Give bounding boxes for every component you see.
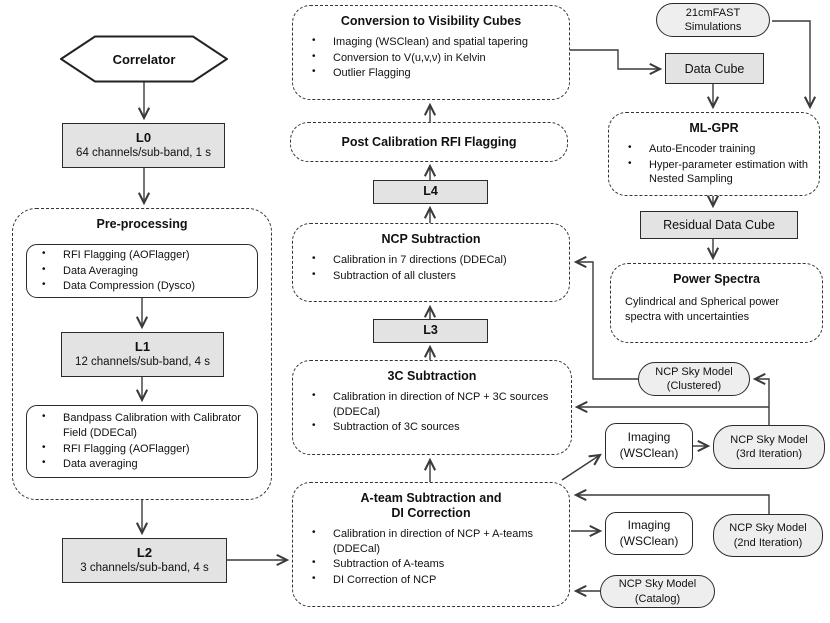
bullet: Subtraction of 3C sources	[303, 419, 561, 435]
sky-clustered-label: NCP Sky Model (Clustered)	[655, 365, 733, 392]
l1-title: L1	[134, 338, 151, 354]
preprocessing-steps1-box: RFI Flagging (AOFlagger) Data Averaging …	[26, 244, 258, 298]
sky-catalog-label: NCP Sky Model (Catalog)	[618, 578, 697, 605]
arrow-3rditer-clustered	[752, 372, 770, 425]
conversion-title: Conversion to Visibility Cubes	[340, 14, 522, 28]
l2-node: L2 3 channels/sub-band, 4 s	[62, 538, 227, 583]
sky-catalog-node: NCP Sky Model (Catalog)	[600, 575, 715, 608]
l0-node: L0 64 channels/sub-band, 1 s	[62, 123, 225, 168]
l3-node: L3	[373, 319, 488, 343]
preprocessing-box: Pre-processing	[12, 208, 272, 500]
bullet: Calibration in direction of NCP + 3C sou…	[303, 389, 561, 419]
bullet: Calibration in 7 directions (DDECal)	[303, 252, 559, 268]
power-spectra-body: Cylindrical and Spherical power spectra …	[625, 296, 780, 324]
hexagon-shape	[60, 35, 228, 83]
data-cube-label: Data Cube	[684, 61, 745, 76]
imaging1-node: Imaging (WSClean)	[605, 423, 693, 468]
conversion-box: Conversion to Visibility Cubes Imaging (…	[292, 5, 570, 100]
sky-clustered-node: NCP Sky Model (Clustered)	[638, 362, 750, 396]
c3-subtraction-box: 3C Subtraction Calibration in direction …	[292, 360, 572, 455]
bullet: DI Correction of NCP	[303, 572, 559, 588]
c3-subtraction-title: 3C Subtraction	[387, 369, 477, 383]
l0-title: L0	[135, 129, 152, 145]
sim21cm-node: 21cmFAST Simulations	[656, 3, 770, 37]
l2-subtitle: 3 channels/sub-band, 4 s	[80, 562, 209, 575]
preprocessing-steps2-box: Bandpass Calibration with Calibrator Fie…	[26, 405, 258, 478]
bullet: Data Compression (Dysco)	[33, 278, 257, 294]
bullet: Conversion to V(u,v,ν) in Kelvin	[303, 50, 559, 66]
sky-3rditer-node: NCP Sky Model (3rd Iteration)	[713, 425, 825, 469]
residual-cube-node: Residual Data Cube	[640, 211, 798, 239]
ncp-subtraction-title: NCP Subtraction	[381, 232, 481, 246]
l2-title: L2	[136, 544, 153, 560]
arrow-ateam-imaging1	[561, 453, 602, 481]
l4-node: L4	[373, 180, 488, 204]
mlgpr-title: ML-GPR	[689, 121, 739, 135]
residual-cube-label: Residual Data Cube	[663, 218, 775, 232]
l1-node: L1 12 channels/sub-band, 4 s	[61, 332, 224, 377]
data-cube-node: Data Cube	[665, 53, 764, 84]
power-spectra-box: Power Spectra Cylindrical and Spherical …	[610, 263, 823, 343]
arrow-sim-mlgpr	[772, 20, 817, 110]
imaging2-label: Imaging (WSClean)	[619, 517, 679, 548]
mlgpr-box: ML-GPR Auto-Encoder training Hyper-param…	[608, 112, 820, 196]
arrow-conversion-datacube	[570, 49, 663, 76]
bullet: Hyper-parameter estimation with Nested S…	[619, 157, 809, 187]
bullet: Calibration in direction of NCP + A-team…	[303, 526, 559, 556]
ateam-box: A-team Subtraction and DI Correction Cal…	[292, 482, 570, 607]
sky-3rditer-label: NCP Sky Model (3rd Iteration)	[730, 433, 808, 460]
l1-subtitle: 12 channels/sub-band, 4 s	[75, 356, 210, 369]
ncp-subtraction-box: NCP Subtraction Calibration in 7 directi…	[292, 223, 570, 302]
bullet: Outlier Flagging	[303, 65, 559, 81]
bullet: Subtraction of all clusters	[303, 268, 559, 284]
bullet: RFI Flagging (AOFlagger)	[33, 247, 257, 263]
bullet: Imaging (WSClean) and spatial tapering	[303, 34, 559, 50]
correlator-node: Correlator	[60, 35, 228, 83]
postcal-box: Post Calibration RFI Flagging	[290, 122, 568, 162]
bullet: Bandpass Calibration with Calibrator Fie…	[33, 410, 257, 440]
ateam-title: A-team Subtraction and DI Correction	[360, 491, 502, 520]
bullet: Subtraction of A-teams	[303, 556, 559, 572]
l3-title: L3	[423, 323, 438, 338]
sky-2nditer-node: NCP Sky Model (2nd Iteration)	[713, 514, 823, 557]
bullet: Data averaging	[33, 456, 257, 472]
bullet: Data Averaging	[33, 263, 257, 279]
bullet: RFI Flagging (AOFlagger)	[33, 441, 257, 457]
sim21cm-label: 21cmFAST Simulations	[684, 6, 742, 33]
bullet: Auto-Encoder training	[619, 141, 809, 157]
postcal-title: Post Calibration RFI Flagging	[341, 134, 517, 149]
sky-2nditer-label: NCP Sky Model (2nd Iteration)	[729, 522, 807, 549]
correlator-label: Correlator	[112, 51, 176, 67]
l4-title: L4	[423, 184, 438, 199]
power-spectra-title: Power Spectra	[673, 272, 760, 286]
l0-subtitle: 64 channels/sub-band, 1 s	[76, 147, 211, 160]
preprocessing-title: Pre-processing	[96, 217, 188, 231]
imaging2-node: Imaging (WSClean)	[605, 512, 693, 555]
imaging1-label: Imaging (WSClean)	[619, 429, 679, 460]
